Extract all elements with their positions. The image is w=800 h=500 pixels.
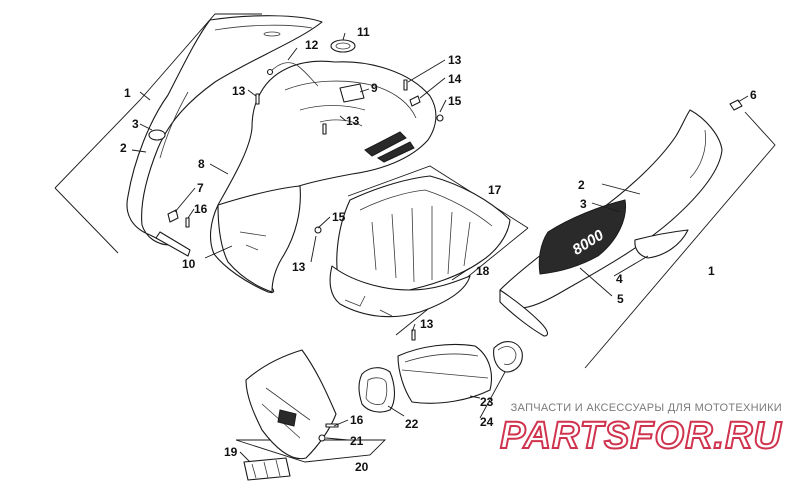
lower-front-assembly	[235, 329, 523, 481]
left-side-emblem[interactable]	[148, 129, 166, 141]
callout-13-b: 13	[346, 114, 360, 128]
callout-20: 20	[355, 460, 369, 474]
callout-13-c: 13	[448, 53, 462, 67]
callout-13-d: 13	[292, 260, 306, 274]
storage-tub-liner[interactable]	[329, 265, 471, 318]
callout-1-right: 1	[708, 264, 715, 278]
callout-2-right: 2	[578, 178, 585, 192]
callout-14: 14	[448, 72, 462, 86]
watermark-caption: ЗАПЧАСТИ И АКСЕССУАРЫ ДЛЯ МОТОТЕХНИКИ	[510, 402, 782, 414]
callout-12: 12	[305, 38, 319, 52]
screw-16a[interactable]	[185, 217, 190, 228]
callout-10: 10	[182, 257, 196, 271]
gas-cap-ring[interactable]	[330, 39, 356, 53]
hose-clamp-24[interactable]	[493, 341, 523, 373]
screw-13c[interactable]	[322, 123, 327, 135]
callout-3-right: 3	[580, 197, 587, 211]
left-side-panel-assembly	[54, 13, 323, 257]
clip-14[interactable]	[409, 95, 421, 107]
leader-lines	[131, 32, 749, 463]
duct-seal-22[interactable]	[358, 367, 396, 413]
callout-2-left: 2	[120, 141, 127, 155]
storage-tub-assembly	[329, 165, 529, 336]
watermark-logo: PARTSFOR.RU	[499, 414, 782, 458]
right-side-decal[interactable]	[538, 199, 627, 275]
right-panel-insert[interactable]	[634, 229, 689, 259]
callout-9: 9	[371, 81, 378, 95]
callout-8: 8	[198, 157, 205, 171]
hood-lower-panel[interactable]	[217, 185, 301, 293]
screw-16b[interactable]	[325, 423, 339, 428]
callout-19: 19	[224, 445, 238, 459]
left-side-trim[interactable]	[155, 231, 191, 257]
callout-13-a: 13	[232, 84, 246, 98]
callout-24: 24	[480, 415, 494, 429]
callout-5: 5	[617, 292, 624, 306]
callout-23: 23	[480, 395, 494, 409]
callout-16-right: 16	[350, 413, 364, 427]
callout-6: 6	[750, 88, 757, 102]
callout-13-e: 13	[420, 317, 434, 331]
fastener-21[interactable]	[318, 434, 326, 442]
lower-nose-panel[interactable]	[245, 349, 337, 460]
callout-22: 22	[405, 417, 419, 431]
callout-3-left: 3	[132, 117, 139, 131]
screw-13a[interactable]	[255, 93, 260, 105]
clip-15a[interactable]	[436, 114, 444, 122]
left-side-panel[interactable]	[126, 15, 323, 246]
callout-labels: 1 3 2 8 7 16 10 11 12 13 9 13 13 14 15 1…	[120, 25, 757, 474]
callout-15-b: 15	[332, 210, 346, 224]
callout-15-a: 15	[448, 94, 462, 108]
site-watermark: ЗАПЧАСТИ И АКСЕССУАРЫ ДЛЯ МОТОТЕХНИКИ PA…	[499, 402, 782, 458]
callout-4: 4	[616, 272, 623, 286]
right-side-panel-assembly: 8000	[499, 99, 776, 369]
right-side-lower-trim[interactable]	[499, 289, 549, 337]
callout-1-left: 1	[124, 86, 131, 100]
callout-11: 11	[357, 25, 370, 39]
skid-plate-19[interactable]	[243, 457, 291, 481]
front-hood-assembly	[167, 39, 444, 294]
callout-7: 7	[197, 181, 204, 195]
screw-13d[interactable]	[411, 329, 416, 341]
clip-6[interactable]	[729, 99, 743, 111]
callout-21: 21	[350, 434, 364, 448]
grommet-7[interactable]	[167, 209, 179, 223]
callout-17: 17	[488, 183, 502, 197]
callout-18: 18	[476, 264, 490, 278]
screw-13b[interactable]	[403, 79, 408, 91]
callout-16-left: 16	[194, 202, 208, 216]
hood-vent-insert[interactable]	[339, 83, 365, 103]
clip-15b[interactable]	[314, 226, 322, 234]
